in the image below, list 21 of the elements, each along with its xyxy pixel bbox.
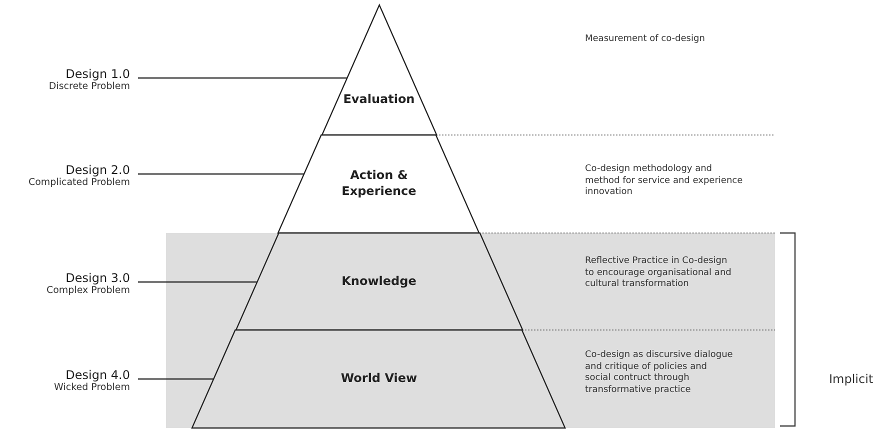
layer-description: Co-design as discursive dialogue and critique of policies and social contruct through transformative practice [585,350,734,397]
leader-line [138,378,214,380]
layer-title: Evaluation [342,92,416,108]
layer-description: Reflective Practice in Co-design to encourage organisational and cultural transformation [585,256,732,292]
layer-title: Knowledge [340,274,418,290]
layer-description: Measurement of co-design [585,34,706,46]
leader-line [138,281,257,283]
problem-type-label: Complicated Problem [27,178,130,189]
leader-line [138,173,304,175]
layer-title: World View [340,371,418,387]
problem-type-label: Discrete Problem [48,82,130,93]
stage-label: Design 1.0 [64,68,130,82]
layer-description: Co-design methodology and method for service and experience innovation [585,164,744,200]
bracket-label: Implicit [829,372,874,388]
stage-label: Design 4.0 [64,369,130,382]
layer-title: Action & Experience [340,168,418,200]
leader-line [138,77,347,79]
stage-label: Design 2.0 [64,164,130,178]
problem-type-label: Wicked Problem [53,382,130,394]
problem-type-label: Complex Problem [45,286,130,297]
stage-label: Design 3.0 [64,272,130,286]
